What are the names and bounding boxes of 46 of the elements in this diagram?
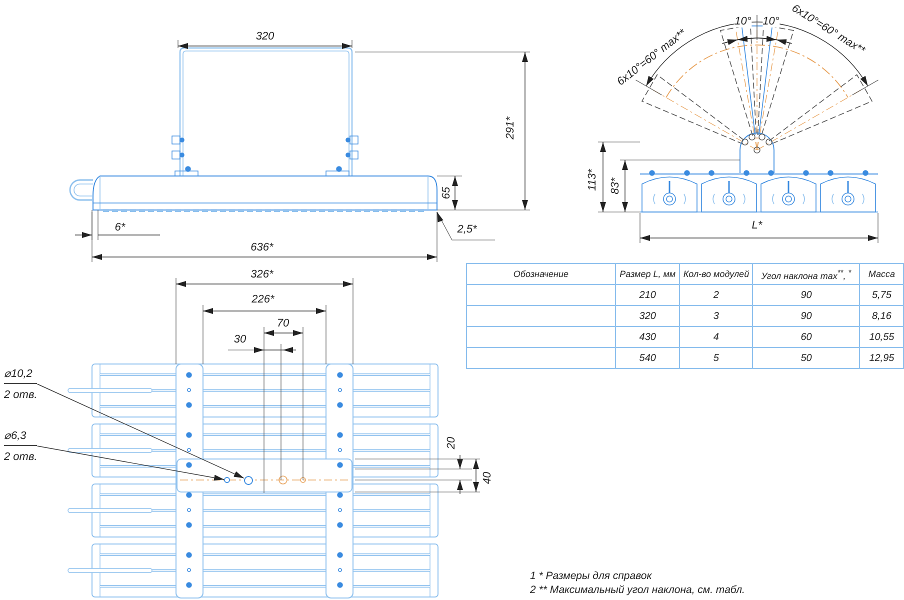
table-cell: 10,55 xyxy=(860,326,904,348)
table-header-cell: Размер L, мм xyxy=(615,264,680,284)
table-cell: 2 xyxy=(680,284,753,306)
dimension-label: 636* xyxy=(250,242,274,254)
dimension-label: 226* xyxy=(252,294,274,306)
table-cell: 4 xyxy=(680,326,753,348)
table-header-cell: Обозначение xyxy=(466,264,616,284)
table-cell: 540 xyxy=(615,348,680,368)
dimension-label: 83* xyxy=(610,178,622,194)
table-header-cell: Кол-во модулей xyxy=(680,264,753,284)
dimension-label: 2,5* xyxy=(457,224,477,236)
note-text: 2 ** Максимальный угол наклона, см. табл. xyxy=(530,584,745,596)
dimension-label: 291* xyxy=(506,116,516,140)
hole-diameter-label: ⌀6,3 xyxy=(4,429,38,446)
dimension-label: 326* xyxy=(250,270,274,280)
dimension-label: 70 xyxy=(276,318,290,330)
table-cell: 3 xyxy=(680,306,753,326)
dimension-label: 30 xyxy=(234,334,246,346)
dimension-label: 65 xyxy=(442,186,452,200)
dimension-label: L* xyxy=(752,220,762,232)
angle-label: 10° xyxy=(762,16,780,28)
table-cell: 5 xyxy=(680,348,753,368)
table-cell: 430 xyxy=(615,326,680,348)
table-cell: 8,16 xyxy=(860,306,904,326)
table-cell: 12,95 xyxy=(860,348,904,368)
leader-line xyxy=(36,446,224,481)
dimension-label: 40 xyxy=(482,472,494,484)
table-cell: 210 xyxy=(615,284,680,306)
angle-label: 10° xyxy=(734,16,752,28)
hole-count-label: 2 отв. xyxy=(4,388,38,402)
table-cell: 5,75 xyxy=(860,284,904,306)
table-header-cell: Угол наклона max$^{**}$, $^{*}$ xyxy=(752,264,860,284)
dimension-label: 20 xyxy=(446,436,458,450)
table-cell: 90 xyxy=(752,306,860,326)
table-cell: 320 xyxy=(615,306,680,326)
table-cell: 90 xyxy=(752,284,860,306)
hole-count-label: 2 отв. xyxy=(4,450,38,464)
dimension-label: 320 xyxy=(256,32,274,42)
table-header-cell: Масса xyxy=(860,264,904,284)
table-cell: 60 xyxy=(752,326,860,348)
table-cell: 50 xyxy=(752,348,860,368)
note-text: 1 * Размеры для справок xyxy=(530,570,652,582)
dimension-label: 6* xyxy=(114,222,126,234)
hole-diameter-label: ⌀10,2 xyxy=(4,367,38,384)
dimension-label: 113* xyxy=(588,169,598,191)
leader-line xyxy=(36,384,244,478)
